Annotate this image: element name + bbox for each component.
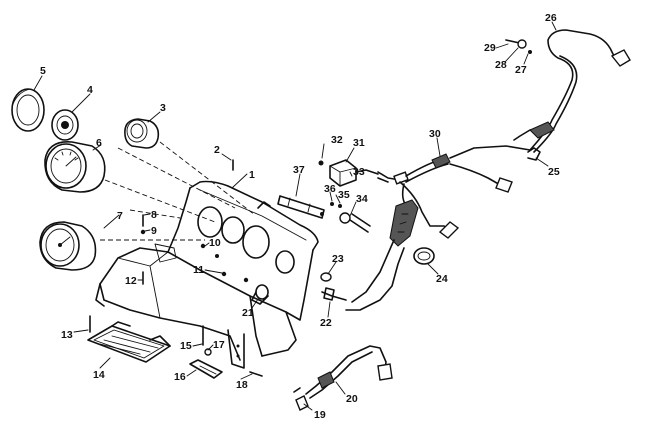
callout-labels: 1 2 3 4 5 6 7 8 9 10 11 12 13 14 15 16 1… — [40, 12, 560, 421]
callout-12: 12 — [125, 275, 137, 287]
callout-5: 5 — [40, 65, 46, 77]
wiring-harness — [345, 145, 531, 311]
callout-13: 13 — [61, 329, 73, 341]
callout-21: 21 — [242, 307, 254, 319]
callout-26: 26 — [545, 12, 557, 24]
callout-30: 30 — [429, 128, 441, 140]
callout-1: 1 — [249, 169, 255, 181]
key-switch — [330, 202, 371, 233]
callout-33: 33 — [353, 166, 365, 178]
callout-4: 4 — [87, 84, 93, 96]
callout-22: 22 — [320, 317, 332, 329]
callout-2: 2 — [214, 144, 220, 156]
callout-11: 11 — [193, 264, 204, 276]
fasteners — [89, 159, 347, 379]
leader-lines — [33, 21, 557, 411]
alignment-lines — [100, 141, 256, 241]
callout-37: 37 — [293, 164, 305, 176]
gauge-large-speedo — [39, 221, 97, 271]
bezel-ring — [11, 88, 45, 132]
callout-31: 31 — [353, 137, 365, 149]
callout-6: 6 — [96, 137, 102, 149]
callout-10: 10 — [209, 237, 221, 249]
callout-23: 23 — [332, 253, 344, 265]
small-gauge — [51, 109, 79, 141]
callout-36: 36 — [324, 183, 336, 195]
switch-bar — [277, 195, 325, 219]
callout-19: 19 — [314, 409, 326, 421]
callout-8: 8 — [151, 209, 157, 221]
callout-29: 29 — [484, 42, 496, 54]
relay-block — [318, 159, 379, 187]
callout-7: 7 — [117, 210, 123, 222]
callout-18: 18 — [236, 379, 248, 391]
cover-plate — [87, 321, 171, 363]
callout-3: 3 — [160, 102, 166, 114]
callout-9: 9 — [151, 225, 157, 237]
gauge-small-right — [124, 118, 160, 149]
gauge-large-tach — [44, 141, 106, 193]
callout-25: 25 — [548, 166, 560, 178]
speedometer-cable — [505, 29, 631, 161]
callout-20: 20 — [346, 393, 358, 405]
sub-harness — [293, 345, 393, 411]
callout-28: 28 — [495, 59, 507, 71]
callout-15: 15 — [180, 340, 192, 352]
callout-16: 16 — [174, 371, 186, 383]
callout-27: 27 — [515, 64, 527, 76]
console-housing — [95, 180, 319, 369]
callout-34: 34 — [356, 193, 368, 205]
callout-32: 32 — [331, 134, 343, 146]
callout-17: 17 — [213, 339, 225, 351]
callout-14: 14 — [93, 369, 105, 381]
callout-35: 35 — [338, 189, 350, 201]
callout-24: 24 — [436, 273, 448, 285]
